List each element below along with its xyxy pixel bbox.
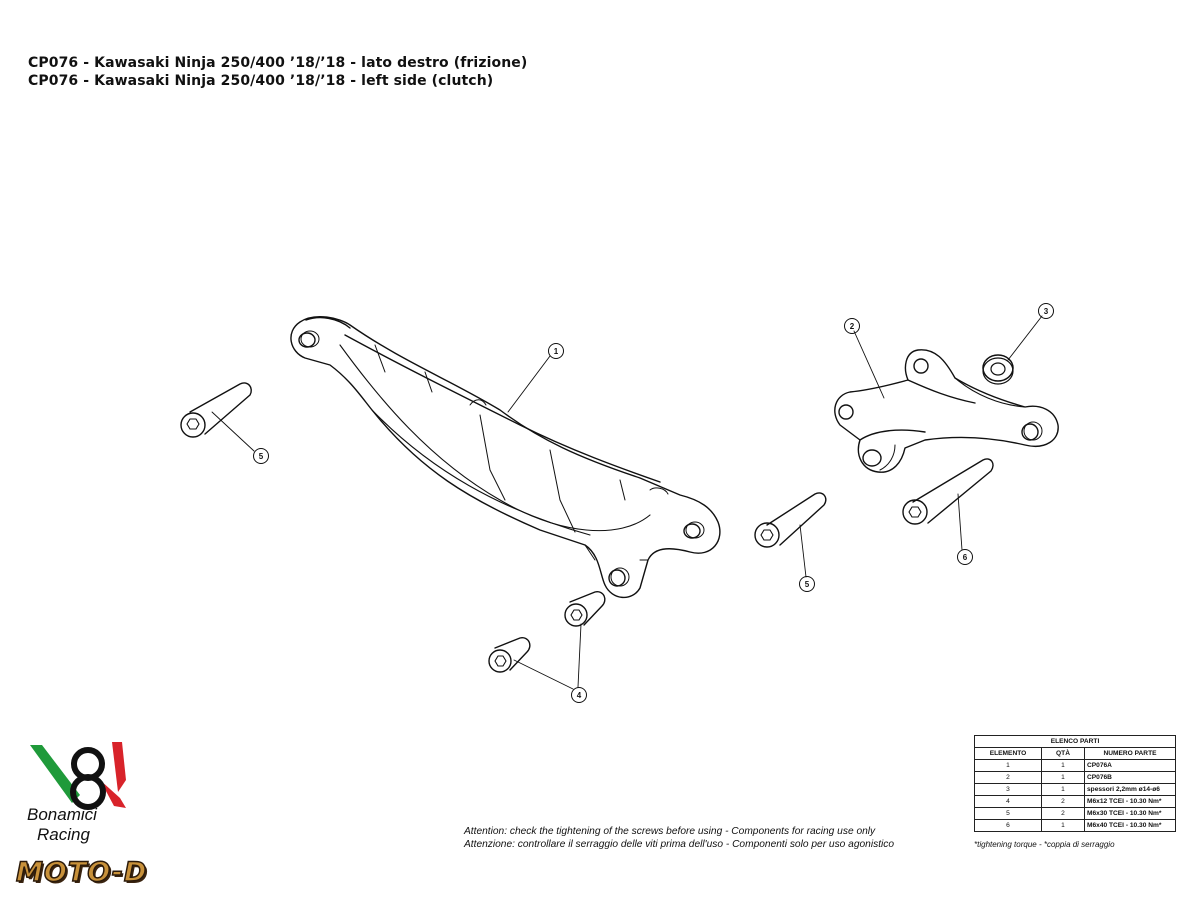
svg-text:2: 2: [850, 322, 855, 331]
moto-d-logo: MOTO-D: [15, 856, 148, 889]
part-1-bracket: [290, 316, 721, 599]
parts-table-title: ELENCO PARTI: [974, 735, 1176, 748]
torque-note: *tightening torque - *coppia di serraggi…: [974, 840, 1115, 849]
title-block: CP076 - Kawasaki Ninja 250/400 ’18/’18 -…: [28, 54, 527, 90]
parts-list-table: ELENCO PARTI ELEMENTO QTÀ NUMERO PARTE 1…: [974, 735, 1176, 832]
callout-3: 3: [1038, 303, 1054, 319]
screw-5-right: [754, 492, 827, 548]
table-row: 6 1 M6x40 TCEI - 10.30 Nm*: [974, 819, 1176, 832]
svg-text:4: 4: [577, 691, 582, 700]
part-2-bracket: [834, 349, 1059, 473]
callout-5-left: 5: [253, 448, 269, 464]
callout-4: 4: [571, 687, 587, 703]
title-line-italian: CP076 - Kawasaki Ninja 250/400 ’18/’18 -…: [28, 55, 528, 71]
attention-notes: Attention: check the tightening of the s…: [464, 825, 894, 851]
callout-6: 6: [957, 549, 973, 565]
table-row: 1 1 CP076A: [974, 759, 1176, 772]
brand-name-line1: Bonamici: [27, 805, 97, 824]
screw-4-upper: [564, 591, 606, 627]
brand-name-line2: Racing: [37, 825, 90, 844]
callout-1: 1: [548, 343, 564, 359]
svg-text:1: 1: [554, 347, 559, 356]
title-line-english: CP076 - Kawasaki Ninja 250/400 ’18/’18 -…: [28, 73, 494, 89]
svg-text:3: 3: [1044, 307, 1049, 316]
part-3-spacer: [982, 354, 1014, 385]
callout-2: 2: [844, 318, 860, 334]
leader-lines: [211, 315, 1043, 690]
header-element: ELEMENTO: [974, 747, 1042, 760]
attention-english: Attention: check the tightening of the s…: [464, 826, 876, 837]
callout-5-right: 5: [799, 576, 815, 592]
header-quantity: QTÀ: [1041, 747, 1085, 760]
attention-italian: Attenzione: controllare il serraggio del…: [464, 839, 895, 850]
header-part-number: NUMERO PARTE: [1084, 747, 1176, 760]
table-row: 2 1 CP076B: [974, 771, 1176, 784]
screw-5-left: [180, 382, 252, 438]
screw-4-lower: [488, 637, 531, 673]
screw-6: [902, 458, 994, 525]
svg-text:5: 5: [259, 452, 264, 461]
bonamici-logo-icon: [30, 742, 126, 810]
table-row: 3 1 spessori 2,2mm ø14-ø6: [974, 783, 1176, 796]
table-row: 5 2 M6x30 TCEI - 10.30 Nm*: [974, 807, 1176, 820]
table-row: 4 2 M6x12 TCEI - 10.30 Nm*: [974, 795, 1176, 808]
svg-text:5: 5: [805, 580, 810, 589]
svg-text:6: 6: [963, 553, 968, 562]
